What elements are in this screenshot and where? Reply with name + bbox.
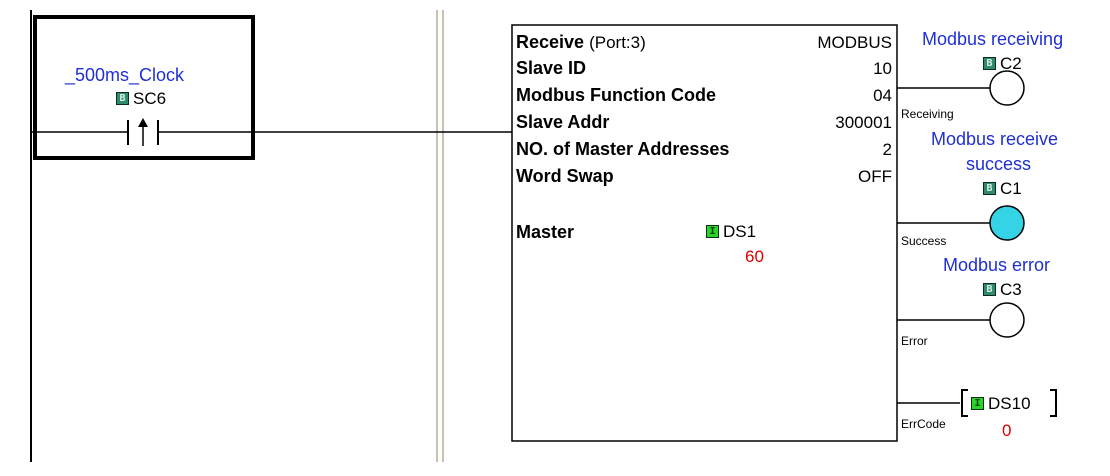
- error-coil-address[interactable]: C3: [1000, 280, 1022, 299]
- success-coil-address[interactable]: C1: [1000, 179, 1022, 198]
- error-pin-label: Error: [901, 334, 928, 348]
- bit-type-icon: B: [983, 283, 996, 296]
- instruction-port: (Port:3): [589, 33, 646, 52]
- master-count-label: NO. of Master Addresses: [516, 139, 730, 159]
- instruction-header: Receive (Port:3): [516, 33, 646, 51]
- errcode-bracket-left: [961, 389, 968, 417]
- instruction-protocol: MODBUS: [817, 33, 892, 52]
- success-coil[interactable]: [989, 205, 1025, 241]
- selected-cell-outline[interactable]: [33, 15, 255, 160]
- bit-type-icon: B: [116, 92, 129, 105]
- contact-address[interactable]: SC6: [133, 89, 167, 108]
- receiving-pin-label: Receiving: [901, 107, 954, 121]
- function-code-value: 04: [873, 86, 892, 105]
- success-nickname-line2: success: [966, 154, 1032, 174]
- errcode-pin-label: ErrCode: [901, 417, 946, 431]
- receiving-nickname: Modbus receiving: [922, 29, 1064, 49]
- integer-type-icon: I: [706, 225, 719, 238]
- slave-id-label: Slave ID: [516, 58, 587, 78]
- errcode-bracket-right: [1050, 389, 1057, 417]
- rising-edge-arrowhead-icon: [138, 118, 148, 127]
- instruction-title: Receive: [516, 32, 585, 52]
- error-nickname: Modbus error: [943, 255, 1051, 275]
- master-label: Master: [516, 222, 575, 242]
- bit-type-icon: B: [983, 182, 996, 195]
- slave-id-value: 10: [873, 59, 892, 78]
- errcode-value: 0: [1002, 421, 1012, 440]
- master-address[interactable]: DS1: [723, 222, 757, 241]
- receive-instruction-box[interactable]: [511, 24, 898, 442]
- word-swap-value: OFF: [858, 167, 892, 186]
- master-value: 60: [745, 247, 764, 266]
- success-pin-label: Success: [901, 234, 947, 248]
- error-coil[interactable]: [989, 302, 1025, 338]
- function-code-label: Modbus Function Code: [516, 85, 716, 105]
- word-swap-label: Word Swap: [516, 166, 614, 186]
- integer-type-icon: I: [971, 397, 984, 410]
- bit-type-icon: B: [983, 57, 996, 70]
- receiving-coil[interactable]: [989, 70, 1025, 106]
- master-count-value: 2: [882, 140, 892, 159]
- slave-addr-value: 300001: [835, 113, 892, 132]
- receiving-coil-address[interactable]: C2: [1000, 54, 1022, 73]
- errcode-address[interactable]: DS10: [988, 394, 1031, 413]
- success-nickname-line1: Modbus receive: [931, 129, 1059, 149]
- slave-addr-label: Slave Addr: [516, 112, 610, 132]
- contact-nickname: _500ms_Clock: [65, 65, 185, 85]
